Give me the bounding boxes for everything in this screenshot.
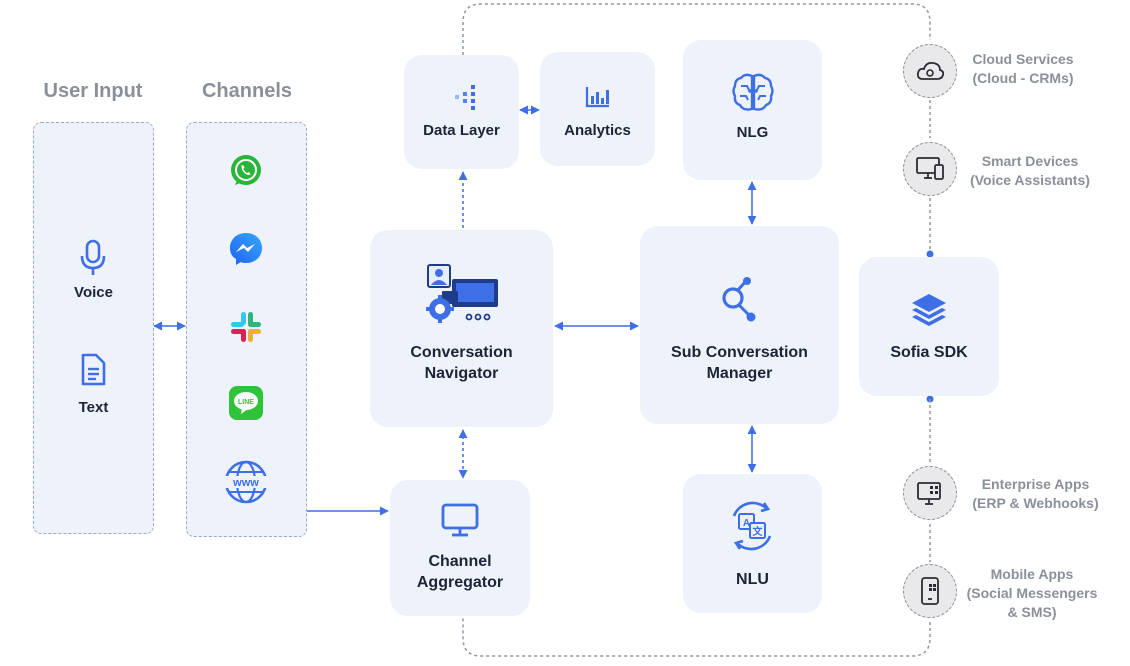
mobile-apps-icon [921, 577, 939, 605]
translate-icon: A 文 [732, 501, 772, 551]
monitor-icon [441, 503, 479, 537]
data-layer-node: Data Layer [404, 55, 519, 169]
bar-chart-icon [585, 87, 609, 108]
operator-dashboard-icon [426, 264, 498, 323]
conversation-navigator-label-line2: Navigator [424, 365, 499, 382]
conversation-navigator-label-line1: Conversation [410, 344, 513, 361]
sub-conversation-manager-node: Sub Conversation Manager [640, 226, 839, 424]
mobile-apps-circle [903, 564, 957, 618]
sub-conversation-manager-label-line1: Sub Conversation [671, 344, 808, 361]
www-icon: www [224, 460, 268, 504]
svg-text:文: 文 [753, 525, 764, 538]
smart-devices-subtitle: (Voice Assistants) [970, 172, 1090, 188]
data-layer-icon [455, 85, 475, 110]
channel-aggregator-label-line1: Channel [428, 553, 492, 570]
layers-icon [912, 294, 946, 326]
analytics-node: Analytics [540, 52, 655, 166]
hub-icon [722, 277, 756, 322]
outer-dashed-loop [462, 3, 931, 55]
enterprise-apps-subtitle: (ERP & Webhooks) [972, 495, 1099, 511]
conversation-navigator-node: Conversation Navigator [370, 230, 553, 427]
smart-devices-circle [903, 142, 957, 196]
brain-icon [732, 73, 774, 111]
cloud-services-subtitle: (Cloud - CRMs) [972, 70, 1074, 86]
nlu-label: NLU [736, 571, 769, 588]
nlg-label: NLG [736, 124, 769, 141]
smart-devices-title: Smart Devices [981, 153, 1079, 169]
nlg-node: NLG [683, 40, 822, 180]
document-icon [81, 353, 106, 386]
sub-conversation-manager-label-line2: Manager [706, 365, 773, 382]
microphone-icon [80, 239, 106, 275]
mobile-apps-subtitle-line2: & SMS) [1007, 604, 1057, 620]
cloud-services-title: Cloud Services [972, 51, 1074, 67]
cloud-services-circle [903, 44, 957, 98]
data-layer-label: Data Layer [423, 122, 500, 139]
mobile-apps-text: Mobile Apps (Social Messengers & SMS) [962, 565, 1102, 622]
svg-text:www: www [232, 477, 259, 489]
channels-panel: LINE www [186, 122, 307, 537]
sofia-sdk-label: Sofia SDK [890, 344, 968, 361]
line-icon: LINE [229, 386, 263, 420]
nlu-node: A 文 NLU [683, 474, 822, 613]
channel-aggregator-label-line2: Aggregator [416, 574, 504, 591]
whatsapp-icon [231, 155, 261, 185]
channel-aggregator-node: Channel Aggregator [390, 480, 530, 616]
analytics-label: Analytics [564, 122, 631, 139]
user-input-panel: Voice Text [33, 122, 154, 534]
enterprise-apps-icon [917, 482, 941, 505]
enterprise-apps-title: Enterprise Apps [981, 476, 1090, 492]
svg-text:A: A [743, 518, 750, 529]
user-input-header: User Input [43, 80, 143, 102]
devices-icon [916, 157, 944, 180]
voice-label: Voice [74, 284, 113, 301]
cloud-settings-icon [916, 61, 944, 80]
mobile-apps-subtitle-line1: (Social Messengers [966, 585, 1098, 601]
cloud-services-text: Cloud Services (Cloud - CRMs) [958, 50, 1088, 88]
svg-text:LINE: LINE [238, 399, 254, 406]
smart-devices-text: Smart Devices (Voice Assistants) [960, 152, 1100, 190]
mobile-apps-title: Mobile Apps [990, 566, 1074, 582]
sofia-sdk-node: Sofia SDK [859, 257, 999, 396]
text-label: Text [78, 399, 109, 416]
enterprise-apps-circle [903, 466, 957, 520]
messenger-icon [230, 233, 262, 265]
channels-header: Channels [201, 80, 293, 102]
enterprise-apps-text: Enterprise Apps (ERP & Webhooks) [963, 475, 1108, 513]
slack-icon [231, 312, 261, 342]
